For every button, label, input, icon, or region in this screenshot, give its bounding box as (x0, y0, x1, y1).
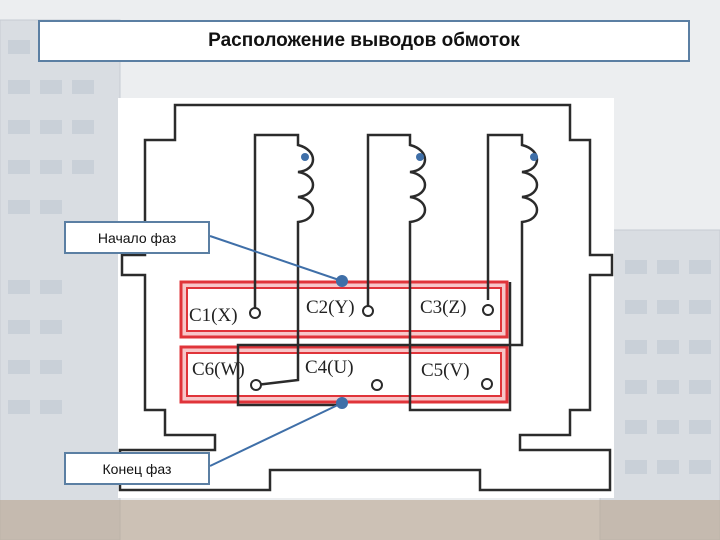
terminal-pin-c6 (250, 379, 262, 391)
terminal-pin-c1 (249, 307, 261, 319)
callout-phase-end-label: Конец фаз (102, 460, 172, 477)
terminal-pin-c4 (371, 379, 383, 391)
callout-line-end (209, 402, 343, 467)
housing-outline (118, 103, 614, 492)
winding-coil-3 (486, 133, 539, 300)
callout-phase-start-label: Начало фаз (97, 229, 177, 246)
terminal-pin-c2 (362, 305, 374, 317)
callout-phase-start: Начало фаз (64, 221, 210, 254)
title-frame: Расположение выводов обмоток (38, 20, 690, 62)
terminal-label-c4: C4(U) (305, 357, 354, 378)
winding-coil-1 (253, 133, 315, 310)
polarity-dot-3 (530, 153, 538, 161)
callout-dot-end (336, 397, 348, 409)
terminal-strip-top-inner (186, 287, 502, 332)
winding-link-3 (236, 280, 524, 407)
callout-phase-end: Конец фаз (64, 452, 210, 485)
terminal-label-c2: C2(Y) (306, 297, 355, 318)
terminal-label-c1: C1(X) (189, 305, 238, 326)
terminal-label-c5: C5(V) (421, 360, 470, 381)
callout-dot-start (336, 275, 348, 287)
polarity-dot-1 (301, 153, 309, 161)
winding-link-1 (255, 260, 300, 387)
slide-title: Расположение выводов обмоток (208, 30, 520, 51)
polarity-dot-2 (416, 153, 424, 161)
terminal-strip-bottom-inner (186, 352, 502, 397)
winding-coil-2 (366, 133, 427, 310)
terminal-pin-c3 (482, 304, 494, 316)
terminal-pin-c5 (481, 378, 493, 390)
terminal-label-c3: C3(Z) (420, 297, 466, 318)
callout-line-start (209, 235, 343, 282)
terminal-label-c6: C6(W) (192, 359, 245, 380)
